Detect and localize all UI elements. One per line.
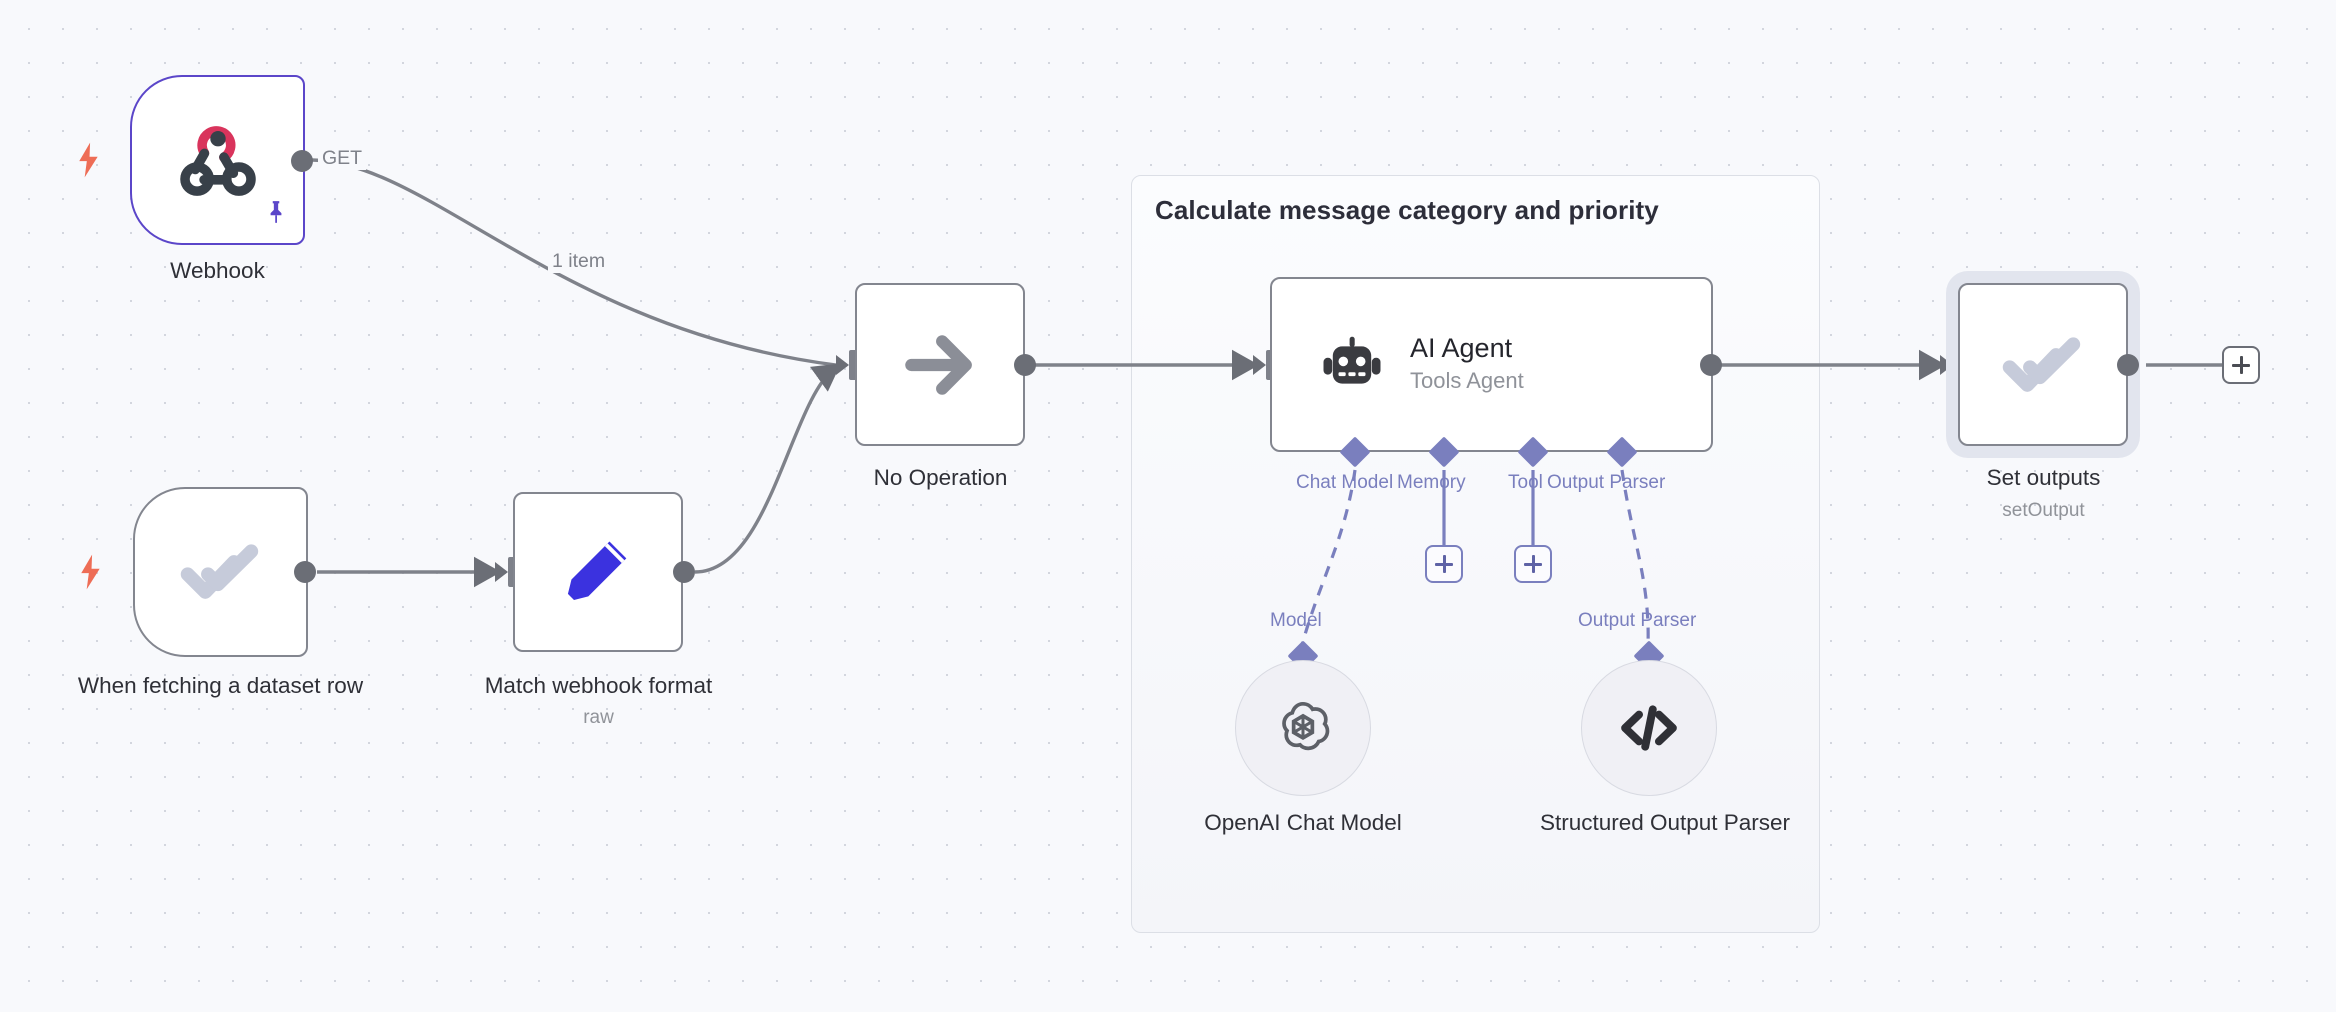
pin-icon[interactable] [263,197,289,227]
node-label-when-fetching-dataset-row: When fetching a dataset row [77,673,364,698]
node-label-set-outputs: Set outputs [1986,465,2101,490]
pencil-icon [567,541,627,600]
ai-agent-subtitle: Tools Agent [1410,368,1524,394]
node-structured-output-parser[interactable] [1581,660,1717,796]
double-check-icon-2 [2002,336,2081,392]
arrow-right-icon [905,334,972,395]
add-memory-button[interactable] [1425,545,1463,583]
node-sublabel-match-webhook-format: raw [583,707,614,728]
match-input-arrow [495,562,508,582]
add-tool-button[interactable] [1514,545,1552,583]
setoutputs-output-port[interactable] [2117,354,2139,376]
node-no-operation[interactable] [855,283,1025,446]
node-label-webhook: Webhook [170,258,265,283]
node-label-openai-chat-model: OpenAI Chat Model [1204,810,1402,835]
webhook-output-port[interactable] [291,150,313,172]
add-next-node-button[interactable] [2222,346,2260,384]
agent-connector-label-tool: Tool [1508,472,1543,493]
node-label-structured-output-parser: Structured Output Parser [1539,810,1791,835]
agent-connector-label-output-parser: Output Parser [1547,472,1666,493]
agent-connector-label-chat-model: Chat Model [1296,472,1394,493]
noop-input-arrow [836,355,849,375]
node-ai-agent[interactable]: AI Agent Tools Agent [1270,277,1713,452]
plus-vertical-bar [2239,356,2243,374]
noop-output-port[interactable] [1014,354,1036,376]
setoutputs-input-arrow [1940,355,1953,375]
agent-input-arrow [1253,355,1266,375]
agent-connector-label-memory: Memory [1397,472,1466,493]
node-openai-chat-model[interactable] [1235,660,1371,796]
edge-label-get: GET [318,147,367,170]
code-brackets-icon [1621,705,1677,751]
subnode-connector-label-model: Model [1270,610,1322,631]
trigger-bolt-icon-2 [81,554,100,590]
double-check-icon [180,544,258,599]
node-match-webhook-format[interactable] [513,492,683,652]
group-title: Calculate message category and priority [1155,195,1659,225]
trigger-bolt-icon [79,142,98,178]
node-set-outputs[interactable] [1958,283,2128,446]
openai-icon [1282,701,1330,751]
plus-vertical-bar [1442,555,1446,573]
agent-output-port[interactable] [1700,354,1722,376]
fetch-dataset-output-port[interactable] [294,561,316,583]
subnode-connector-label-output-parser: Output Parser [1578,610,1697,631]
node-when-fetching-dataset-row[interactable] [133,487,308,657]
node-label-match-webhook-format: Match webhook format [484,673,713,698]
node-sublabel-set-outputs: setOutput [2002,500,2085,521]
ai-agent-title: AI Agent [1410,333,1513,364]
webhook-icon [179,126,256,196]
robot-icon [1323,336,1381,384]
node-label-no-operation: No Operation [873,465,1008,490]
plus-vertical-bar [1531,555,1535,573]
edge-label-1-item: 1 item [548,250,610,273]
noop-input-port[interactable] [849,350,860,380]
match-output-port[interactable] [673,561,695,583]
